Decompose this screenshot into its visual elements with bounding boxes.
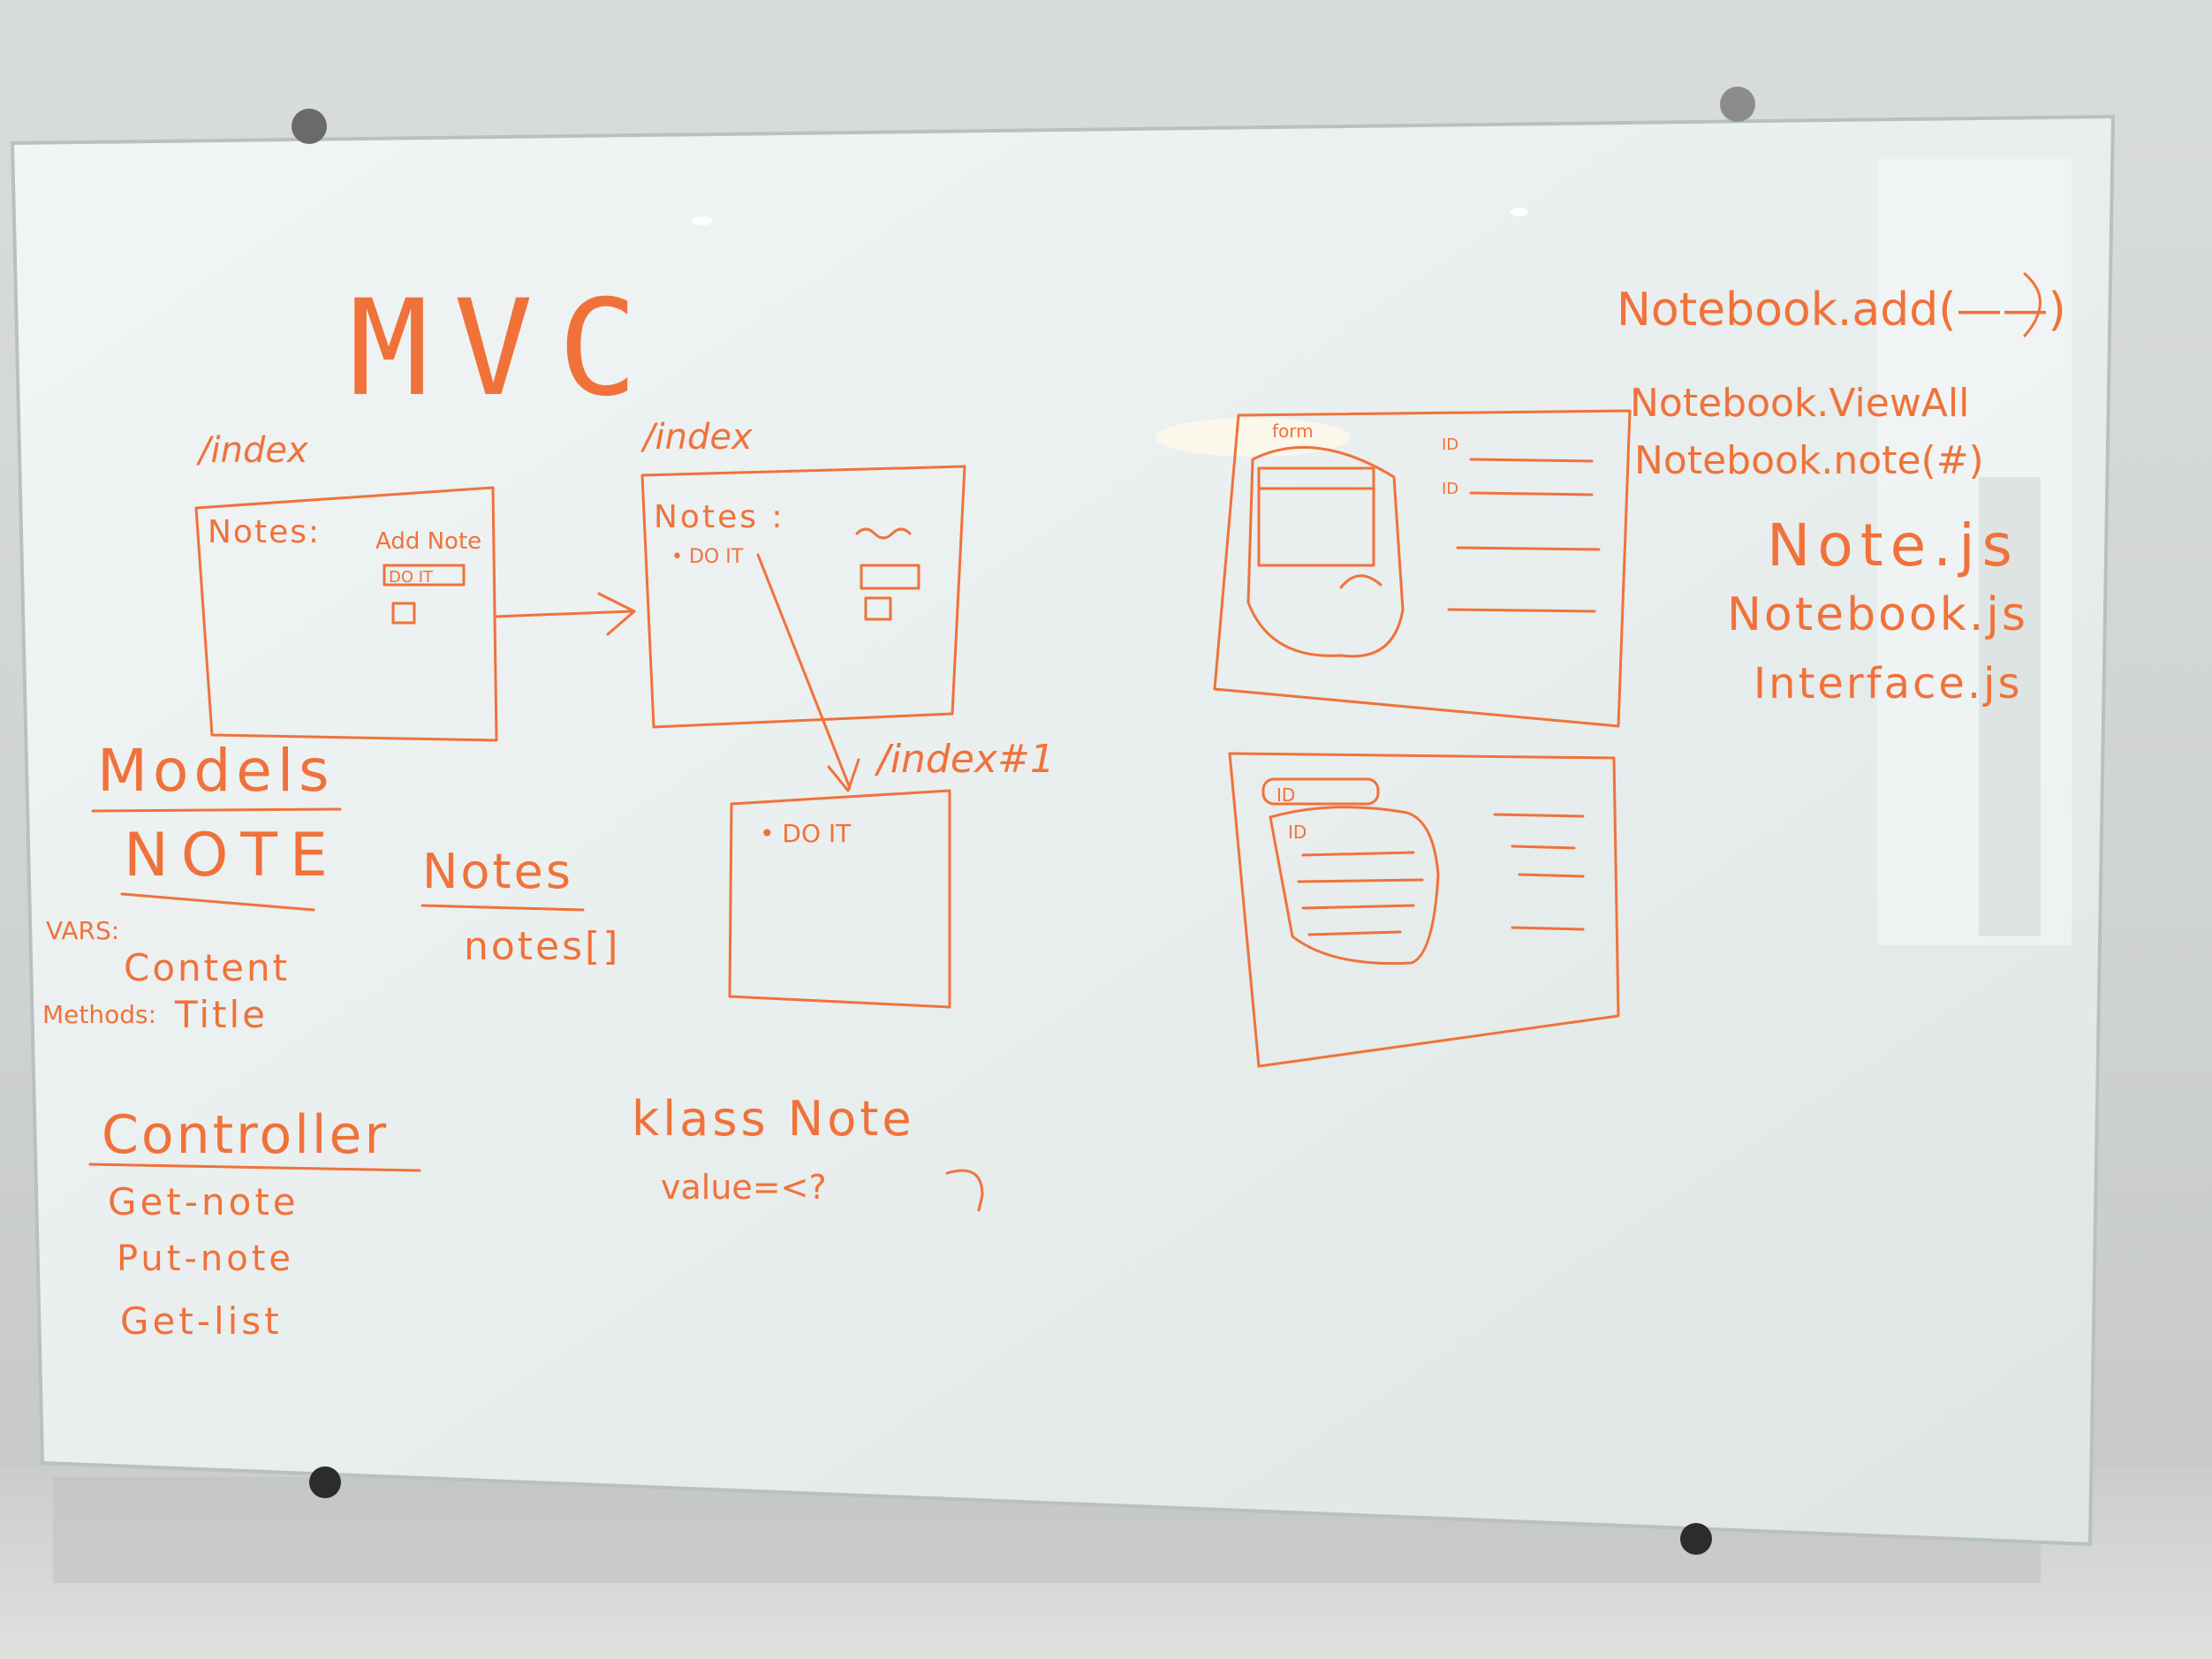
class-note-line: klass Note — [632, 1091, 915, 1147]
file-name: Notebook.js — [1727, 588, 2028, 641]
wireframe-form-box — [1257, 466, 1375, 567]
sketch-detail-item: • DO IT — [760, 819, 852, 848]
wireframe-top-frame — [1213, 409, 1632, 728]
whiteboard-glass — [10, 114, 2116, 1547]
sketch-hook — [945, 1169, 984, 1212]
route-label-detail: /index#1 — [877, 737, 1055, 782]
route-label-left: /index — [199, 430, 308, 471]
wireframe-bottom-frame — [1228, 752, 1620, 1068]
window-reflection — [1877, 159, 2072, 945]
notes-model-heading: Notes — [422, 844, 573, 899]
route-label-right: /index — [643, 417, 753, 458]
mount-screw — [1720, 87, 1755, 122]
notes-model-value: notes[] — [464, 924, 621, 969]
wireframe-list — [1269, 806, 1440, 966]
sketch-box-left — [194, 486, 498, 742]
notebook-view-all: Notebook.ViewAll — [1630, 381, 1970, 426]
vars-value: Content — [124, 946, 291, 989]
notebook-add: Notebook.add(——) — [1617, 284, 2066, 337]
sketch-right-notes-label: Notes : — [654, 499, 785, 535]
sketch-left-add-note: Add Note — [375, 528, 482, 555]
controller-action: Put-note — [117, 1239, 295, 1279]
sketch-left-button-text: DO IT — [389, 568, 434, 587]
methods-label: Methods: — [42, 1000, 157, 1029]
light-spot — [692, 216, 713, 225]
mount-screw — [309, 1466, 341, 1498]
file-name: Interface.js — [1754, 659, 2023, 708]
file-name: Note.js — [1767, 511, 2019, 580]
light-spot — [1511, 208, 1528, 216]
notebook-paren — [2023, 272, 2042, 337]
models-heading: Models — [97, 737, 335, 805]
underline-note — [120, 892, 315, 912]
arrow-left-to-right — [493, 592, 636, 636]
sketch-box-detail — [728, 789, 951, 1009]
sketch-wave — [855, 527, 912, 540]
sketch-checkbox-left — [391, 602, 416, 625]
sketch-input-left — [383, 564, 466, 587]
light-glare — [1155, 418, 1350, 457]
wireframe-id-label: ID — [1442, 436, 1459, 454]
sketch-left-notes-label: Notes: — [208, 514, 322, 550]
wireframe-line — [1447, 458, 1601, 613]
wireframe-phone — [1246, 445, 1405, 658]
wireframe-form-label: form — [1272, 420, 1314, 442]
window-reflection-dark — [1979, 477, 2041, 936]
controller-heading: Controller — [102, 1104, 390, 1166]
wireframe-line — [1297, 813, 1585, 936]
underline-controller — [88, 1163, 421, 1172]
notebook-note: Notebook.note(#) — [1634, 438, 1984, 483]
wireframe-id-label: ID — [1288, 822, 1307, 843]
controller-action: Get-list — [120, 1299, 283, 1343]
arrow-down-to-detail — [756, 553, 860, 792]
mount-screw — [292, 109, 327, 144]
controller-action: Get-note — [108, 1180, 299, 1223]
sketch-right-item: • DO IT — [671, 546, 744, 568]
vars-label: VARS: — [46, 916, 120, 945]
underline-notes — [420, 904, 585, 912]
wireframe-id-label: ID — [1442, 480, 1459, 498]
sketch-box-right — [640, 465, 966, 729]
board-title: MVC — [349, 272, 663, 426]
wireframe-id-label: ID — [1276, 784, 1296, 806]
underline-models — [91, 807, 342, 813]
class-note-value: value=<? — [661, 1168, 827, 1207]
sketch-rect-right — [860, 564, 920, 590]
methods-value: Title — [175, 993, 269, 1036]
wireframe-id-pill — [1261, 777, 1380, 806]
mount-screw — [1680, 1523, 1712, 1555]
note-model-heading: NOTE — [124, 821, 340, 890]
wireframe-blob — [1339, 574, 1382, 589]
sketch-square-right — [864, 596, 892, 621]
